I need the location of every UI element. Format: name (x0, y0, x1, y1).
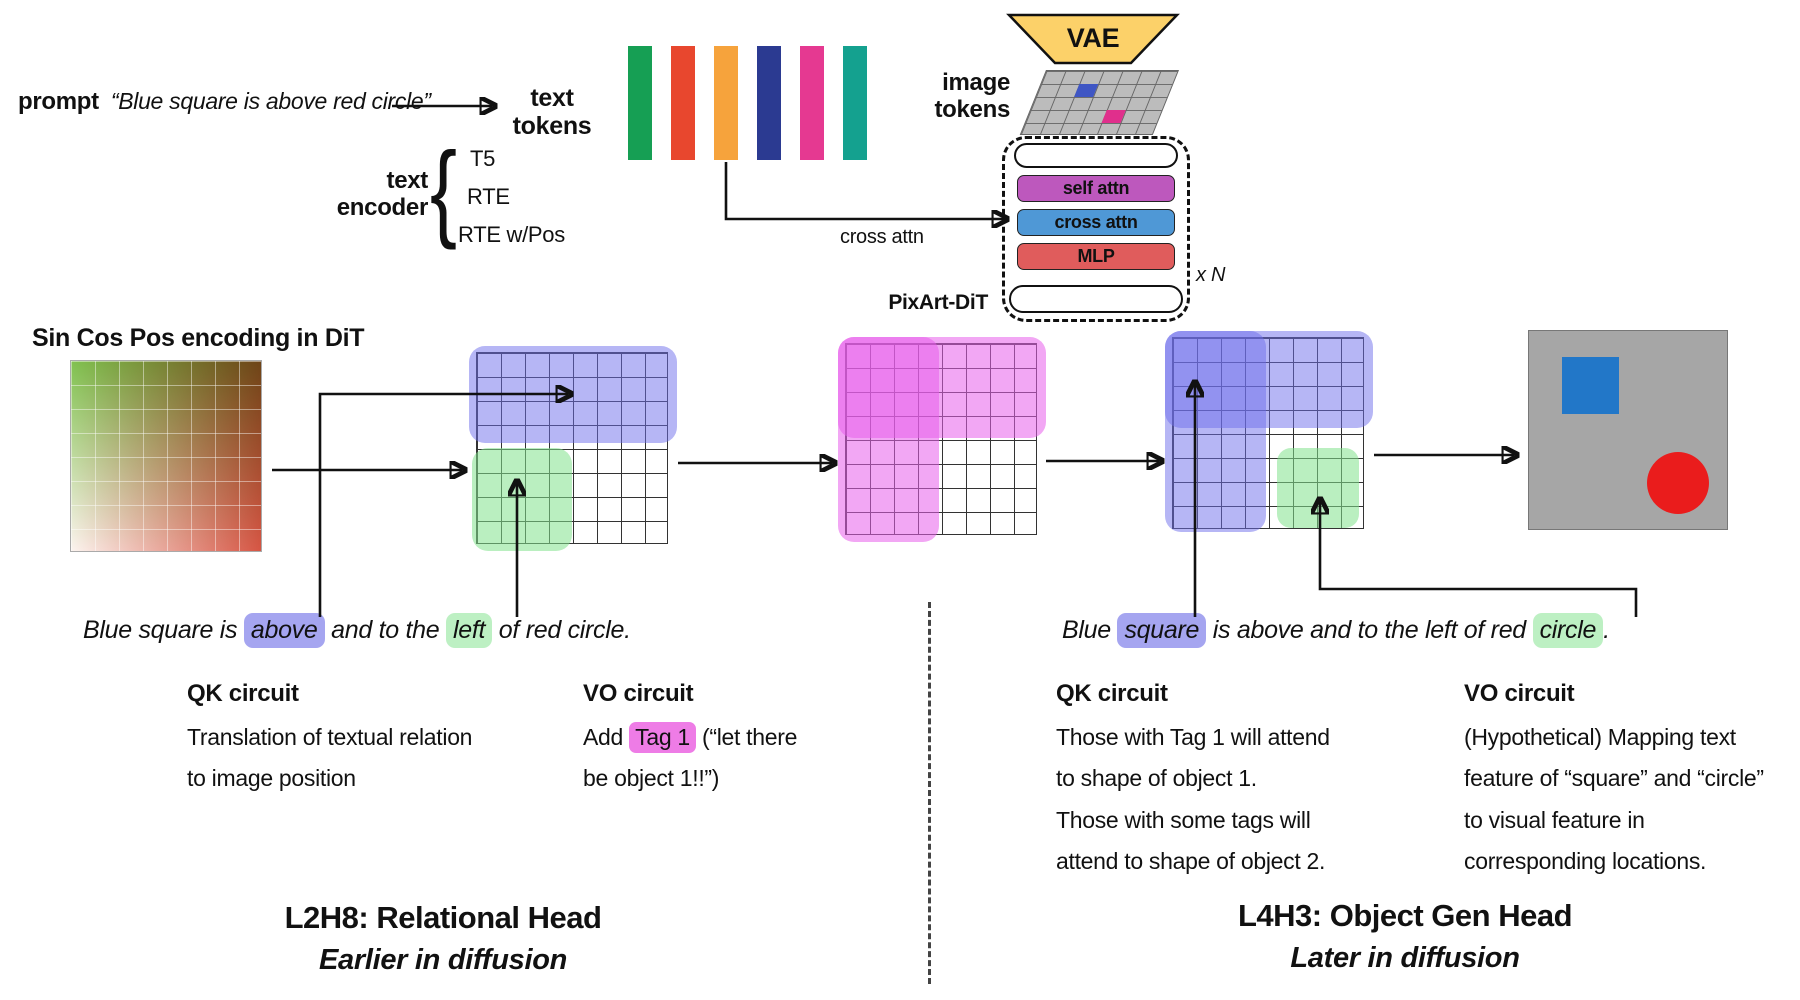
image-tokens-label-line1: image (942, 69, 1010, 96)
relational-green-region (472, 448, 572, 551)
image-token-cell-pink (1101, 110, 1126, 123)
text-encoder-label-line2: encoder (336, 193, 429, 221)
generated-image (1528, 330, 1728, 530)
encoder-option-t5: T5 (470, 146, 496, 171)
qk-circuit-right-body: Those with Tag 1 will attend to shape of… (1056, 724, 1330, 875)
cross-attn-block: cross attn (1017, 209, 1175, 236)
text-encoder-label-line1: text (386, 167, 429, 194)
arrow-tokens-to-cross-attn (724, 162, 1004, 219)
dit-layer-pill-top (1014, 143, 1178, 168)
text-tokens-label: text tokens (500, 84, 604, 140)
vo-circuit-left: VO circuit Add Tag 1 (“let there be objec… (583, 680, 883, 800)
text-tokens-label-line1: text (530, 84, 574, 112)
text-token-bars (628, 46, 867, 160)
text-token-bar (800, 46, 824, 160)
sentence-left-highlight-left: left (446, 613, 493, 648)
vo-circuit-right-heading: VO circuit (1464, 680, 1575, 707)
qk-circuit-left-body: Translation of textual relation to image… (187, 724, 473, 792)
repeat-count-label: x N (1196, 264, 1226, 286)
attention-grid-relational (469, 346, 677, 551)
image-tokens-label: image tokens (910, 69, 1010, 124)
vo-circuit-left-heading: VO circuit (583, 680, 694, 707)
panel-subtitle-right: Later in diffusion (1290, 942, 1520, 974)
text-token-bar (757, 46, 781, 160)
vo-left-line1-post: (“let there (695, 724, 798, 750)
qk-circuit-left-heading: QK circuit (187, 680, 299, 707)
sentence-left-part-0: Blue square is (83, 616, 244, 644)
vo-left-line1-pre: Add (583, 724, 630, 750)
pos-encoding-title: Sin Cos Pos encoding in DiT (32, 324, 365, 352)
image-tokens-label-line2: tokens (934, 95, 1010, 123)
prompt-label: prompt (18, 88, 99, 115)
sentence-right-highlight-circle: circle (1532, 613, 1604, 648)
cross-attn-edge-label: cross attn (840, 226, 924, 248)
panel-title-left: L2H8: Relational Head (284, 900, 602, 935)
encoder-option-rte: RTE (467, 184, 510, 209)
image-token-grid (1019, 70, 1179, 135)
vo-circuit-right: VO circuit (Hypothetical) Mapping text f… (1464, 680, 1794, 883)
vo-left-line2: be object 1!!”) (583, 765, 720, 792)
mlp-block: MLP (1017, 243, 1175, 270)
self-attn-block: self attn (1017, 175, 1175, 202)
sentence-right-highlight-square: square (1117, 613, 1207, 648)
qk-circuit-left: QK circuit Translation of textual relati… (187, 680, 547, 800)
vae-trapezoid-shape (1006, 13, 1180, 65)
encoder-option-rte-pos: RTE w/Pos (458, 222, 565, 247)
attention-grid-intermediate (838, 337, 1046, 542)
text-tokens-label-line2: tokens (512, 112, 592, 140)
text-token-bar (714, 46, 738, 160)
image-token-cell-blue (1074, 84, 1099, 97)
sentence-left-highlight-above: above (243, 613, 325, 648)
vo-left-tag1-highlight: Tag 1 (629, 722, 696, 753)
pos-encoding-grid (70, 360, 262, 552)
sentence-left: Blue square is above and to the left of … (83, 613, 631, 648)
pixart-dit-box (1002, 136, 1190, 322)
text-token-bar (628, 46, 652, 160)
prompt-quote: “Blue square is above red circle” (110, 88, 431, 114)
prompt-row: prompt “Blue square is above red circle” (18, 88, 431, 116)
text-token-bar (843, 46, 867, 160)
vo-circuit-right-body: (Hypothetical) Mapping text feature of “… (1464, 724, 1764, 875)
text-token-bar (671, 46, 695, 160)
objectgen-green-region (1277, 448, 1359, 528)
attention-grid-objectgen (1165, 331, 1373, 532)
generated-red-circle (1647, 452, 1709, 514)
text-encoder-label: text encoder (316, 167, 429, 222)
panel-title-right: L4H3: Object Gen Head (1237, 898, 1573, 933)
panel-divider (928, 602, 931, 984)
dit-layer-pill-bottom (1009, 285, 1183, 313)
sentence-right-part-2: is above and to the left of red (1206, 616, 1533, 644)
sentence-right: Blue square is above and to the left of … (1062, 613, 1610, 648)
vae-label: VAE (1066, 23, 1120, 53)
sentence-left-part-2: and to the (324, 616, 446, 644)
panel-subtitle-left: Earlier in diffusion (318, 944, 568, 976)
relational-blue-region (469, 346, 677, 443)
sentence-right-part-0: Blue (1062, 616, 1118, 644)
vae-trapezoid (1006, 13, 1180, 65)
qk-circuit-right: QK circuit Those with Tag 1 will attend … (1056, 680, 1416, 883)
vo-circuit-left-body: Add Tag 1 (“let there be object 1!!”) (583, 717, 883, 800)
intermediate-magenta-column (838, 337, 939, 542)
pixart-dit-label: PixArt-DiT (888, 291, 988, 314)
sentence-right-part-4: . (1603, 616, 1610, 644)
generated-blue-square (1562, 357, 1619, 414)
objectgen-blue-column (1165, 331, 1266, 532)
sentence-left-part-4: of red circle. (492, 616, 631, 644)
brace-glyph: { (430, 129, 457, 250)
qk-circuit-right-heading: QK circuit (1056, 680, 1168, 707)
